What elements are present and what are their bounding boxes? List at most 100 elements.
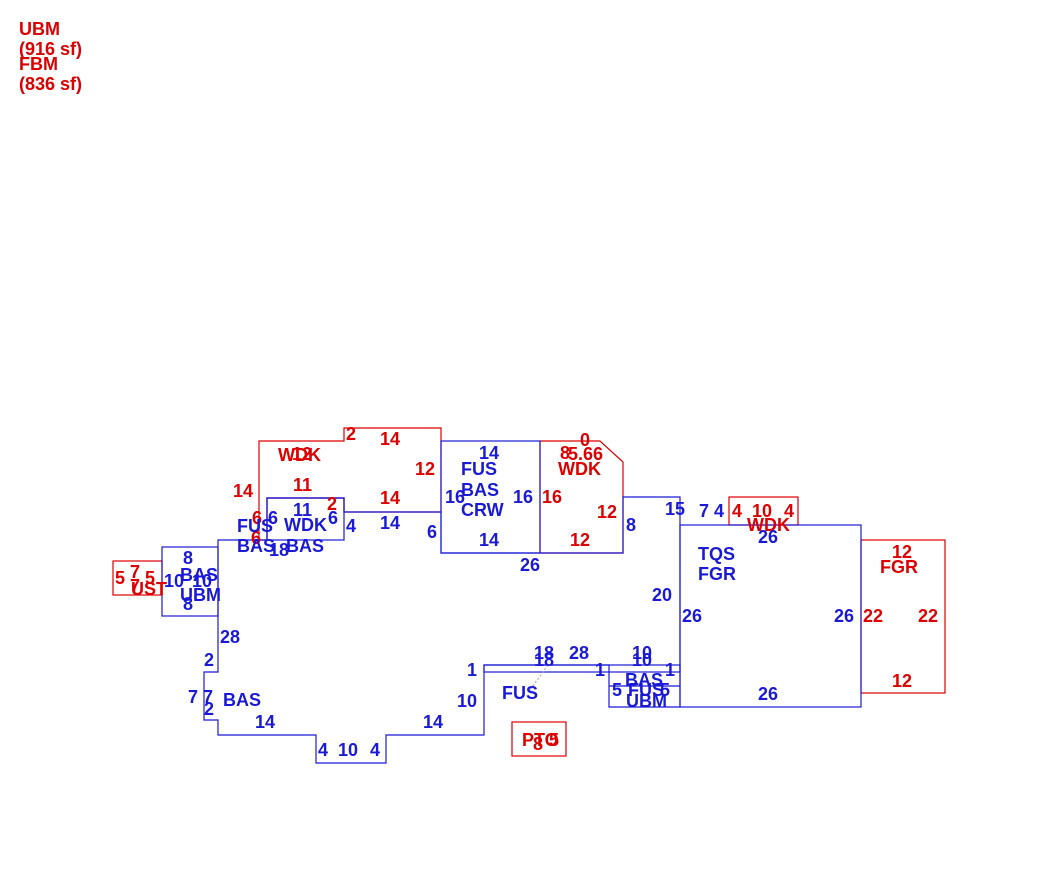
sketch-label: 14 bbox=[479, 443, 499, 463]
legend-code: FBM bbox=[19, 54, 58, 74]
sketch-label: 5 bbox=[549, 730, 559, 750]
sketch-label: 1 bbox=[665, 660, 675, 680]
sketch-label: 2 bbox=[204, 699, 214, 719]
sketch-label: WDK bbox=[284, 515, 327, 535]
sketch-label: 5 bbox=[612, 680, 622, 700]
crw-block-outline bbox=[440, 440, 541, 554]
sketch-label: 12 bbox=[892, 542, 912, 562]
sketch-label: 10 bbox=[457, 691, 477, 711]
sketch-label: 11 bbox=[293, 475, 312, 495]
legend-fbm: FBM (836 sf) bbox=[19, 54, 82, 94]
sketch-label: 15 bbox=[665, 499, 685, 519]
sketch-label: 4 bbox=[346, 516, 356, 536]
wdk-inner-outline bbox=[266, 497, 345, 541]
sketch-label: 7 bbox=[699, 501, 709, 521]
sketch-label: UBM bbox=[626, 691, 667, 711]
sketch-label: 12 bbox=[597, 502, 617, 522]
sketch-label: BAS bbox=[237, 536, 275, 556]
sketch-label: WDK bbox=[278, 445, 321, 465]
sketch-label: 1 bbox=[467, 660, 477, 680]
sketch-label: 4 bbox=[318, 740, 328, 760]
sketch-label: 26 bbox=[834, 606, 854, 626]
connector-strip-outline bbox=[483, 664, 681, 673]
sketch-label: 18 bbox=[269, 540, 289, 560]
sketch-label: 12 bbox=[892, 671, 912, 691]
sketch-label: 16 bbox=[445, 487, 465, 507]
connector-dotted-line bbox=[529, 664, 549, 691]
sketch-label: 8 bbox=[183, 594, 193, 614]
sketch-label: 11 bbox=[293, 500, 312, 520]
sketch-label: 10 bbox=[164, 571, 184, 591]
sketch-label: 10 bbox=[632, 643, 652, 663]
legend-ubm: UBM (916 sf) bbox=[19, 19, 82, 59]
sketch-label: WDK bbox=[747, 515, 790, 535]
sketch-label: 2 bbox=[346, 424, 356, 444]
sketch-label: WDK bbox=[558, 459, 601, 479]
sketch-label: 4 bbox=[784, 501, 794, 521]
sketch-label: 14 bbox=[255, 712, 275, 732]
legend-area: (836 sf) bbox=[19, 74, 83, 94]
sketch-label: 28 bbox=[569, 643, 589, 663]
tqs-garage-outline bbox=[679, 524, 862, 708]
sketch-label: 4 bbox=[370, 740, 380, 760]
sketch-label: BAS bbox=[461, 480, 499, 500]
sketch-label: 12 bbox=[570, 530, 590, 550]
sketch-label: 26 bbox=[758, 527, 778, 547]
sketch-label: 28 bbox=[220, 627, 240, 647]
sketch-label: TQS bbox=[698, 544, 735, 564]
sketch-label: 26 bbox=[682, 606, 702, 626]
sketch-label: 4 bbox=[714, 501, 724, 521]
sketch-label: FUS bbox=[628, 680, 664, 700]
sketch-label: UST bbox=[131, 579, 167, 599]
sketch-label: 10 bbox=[192, 571, 212, 591]
legend-code: UBM bbox=[19, 19, 60, 39]
sketch-label: BAS bbox=[223, 690, 261, 710]
sketch-label: 2 bbox=[204, 650, 214, 670]
sketch-label: 1 bbox=[595, 660, 605, 680]
sketch-label: 18 bbox=[534, 650, 554, 670]
sketch-label: 8 bbox=[560, 443, 570, 463]
left-bay-outline bbox=[161, 546, 219, 617]
sketch-label: 14 bbox=[479, 530, 499, 550]
sketch-label: 6 bbox=[252, 508, 262, 528]
sketch-label: 6 bbox=[251, 528, 261, 548]
sketch-label: 7 bbox=[188, 687, 198, 707]
sketch-label: 18 bbox=[534, 643, 554, 663]
sketch-label: 12 bbox=[415, 459, 435, 479]
sketch-label: PTO bbox=[522, 730, 559, 750]
sketch-label: 10 bbox=[632, 650, 652, 670]
sketch-label: BAS bbox=[625, 670, 663, 690]
sketch-label: 5.66 bbox=[568, 444, 603, 464]
sketch-label: 6 bbox=[427, 522, 437, 542]
sketch-label: 6 bbox=[328, 508, 338, 528]
sketch-label: FUS bbox=[502, 683, 538, 703]
sketch-label: 6 bbox=[268, 508, 278, 528]
sketch-label: BAS bbox=[180, 565, 218, 585]
sketch-label: 14 bbox=[423, 712, 443, 732]
sketch-label: 26 bbox=[520, 555, 540, 575]
sketch-label: 14 bbox=[380, 488, 400, 508]
sketch-label: 4 bbox=[732, 501, 742, 521]
sketch-label: 26 bbox=[758, 684, 778, 704]
sketch-label: 5 bbox=[145, 568, 155, 588]
sketch-label: FGR bbox=[880, 557, 918, 577]
sketch-label: 22 bbox=[918, 606, 938, 626]
sketch-label: 14 bbox=[233, 481, 253, 501]
sketch-label: 14 bbox=[380, 429, 400, 449]
sketch-label: 14 bbox=[380, 513, 400, 533]
sketch-label: 5 bbox=[660, 680, 670, 700]
sketch-label: 8 bbox=[183, 548, 193, 568]
sketch-label: 16 bbox=[513, 487, 533, 507]
sketch-label: 2 bbox=[327, 494, 337, 514]
sketch-label: 8 bbox=[626, 515, 636, 535]
sketch-label: FUS bbox=[461, 459, 497, 479]
sketch-label: 7 bbox=[130, 576, 140, 596]
sketch-label: 8 bbox=[533, 734, 543, 754]
sketch-label: FGR bbox=[698, 564, 736, 584]
sketch-label: 16 bbox=[542, 487, 562, 507]
sketch-label: BAS bbox=[286, 536, 324, 556]
sketch-label: 5 bbox=[115, 568, 125, 588]
sketch-label: 22 bbox=[863, 606, 883, 626]
